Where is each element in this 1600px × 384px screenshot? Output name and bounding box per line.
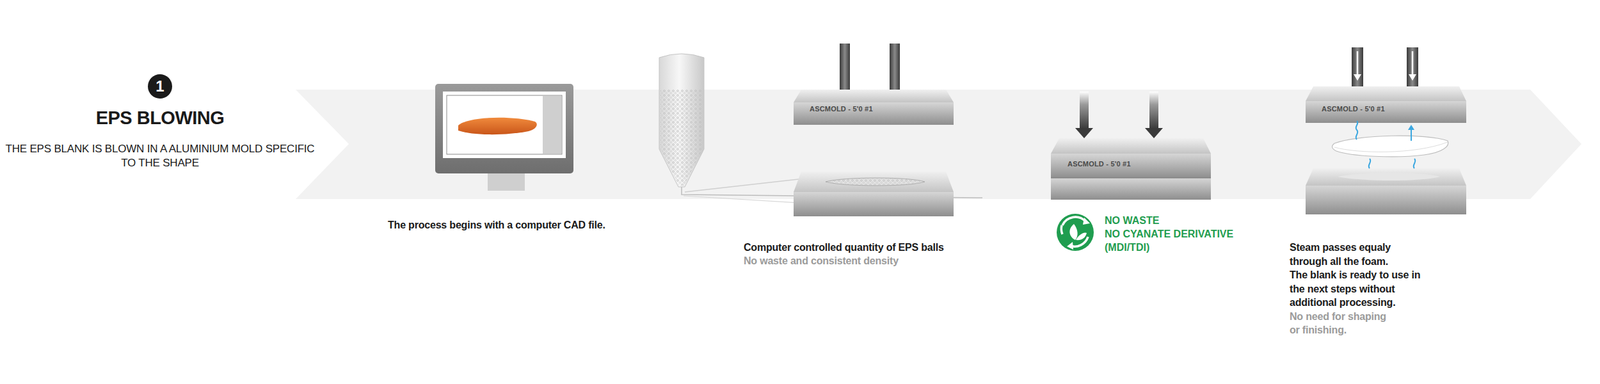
eco-icon bbox=[1056, 213, 1094, 251]
mold-steam bbox=[1305, 47, 1467, 215]
caption: Steam passes equaly through all the foam… bbox=[1289, 240, 1428, 269]
node-text: 1 bbox=[155, 77, 164, 96]
mold-label: ASCMOLD - 5'0 #1 bbox=[1319, 104, 1387, 114]
eco-note: NO WASTE bbox=[1104, 213, 1160, 228]
mold-open bbox=[793, 43, 954, 217]
caption: The process begins with a computer CAD f… bbox=[387, 218, 606, 233]
diagram-title: EPS BLOWING bbox=[3, 107, 317, 129]
caption: Computer controlled quantity of EPS ball… bbox=[743, 240, 944, 255]
step-number: 1 bbox=[147, 74, 173, 99]
note: No need for shaping or finishing. bbox=[1289, 309, 1396, 338]
step-subtitle: THE EPS BLANK IS BLOWN IN A ALUMINIUM MO… bbox=[3, 142, 317, 171]
caption: The blank is ready to use in the next st… bbox=[1289, 268, 1428, 310]
eco-note: (MDI/TDI) bbox=[1104, 240, 1150, 255]
mold-label: ASCMOLD - 5'0 #1 bbox=[807, 104, 875, 114]
note: No waste and consistent density bbox=[743, 254, 899, 269]
mold-label: ASCMOLD - 5'0 #1 bbox=[1065, 159, 1133, 169]
eps-hopper bbox=[659, 53, 983, 205]
eco-note: NO CYANATE DERIVATIVE bbox=[1104, 227, 1234, 241]
computer-monitor bbox=[435, 83, 574, 191]
node-text: ASCMOLD - 5'0 #1 bbox=[1321, 104, 1385, 113]
node-text: ASCMOLD - 5'0 #1 bbox=[809, 104, 873, 113]
node-text: ASCMOLD - 5'0 #1 bbox=[1067, 160, 1131, 168]
process-band bbox=[295, 89, 1582, 200]
mold-closed bbox=[1050, 91, 1211, 200]
